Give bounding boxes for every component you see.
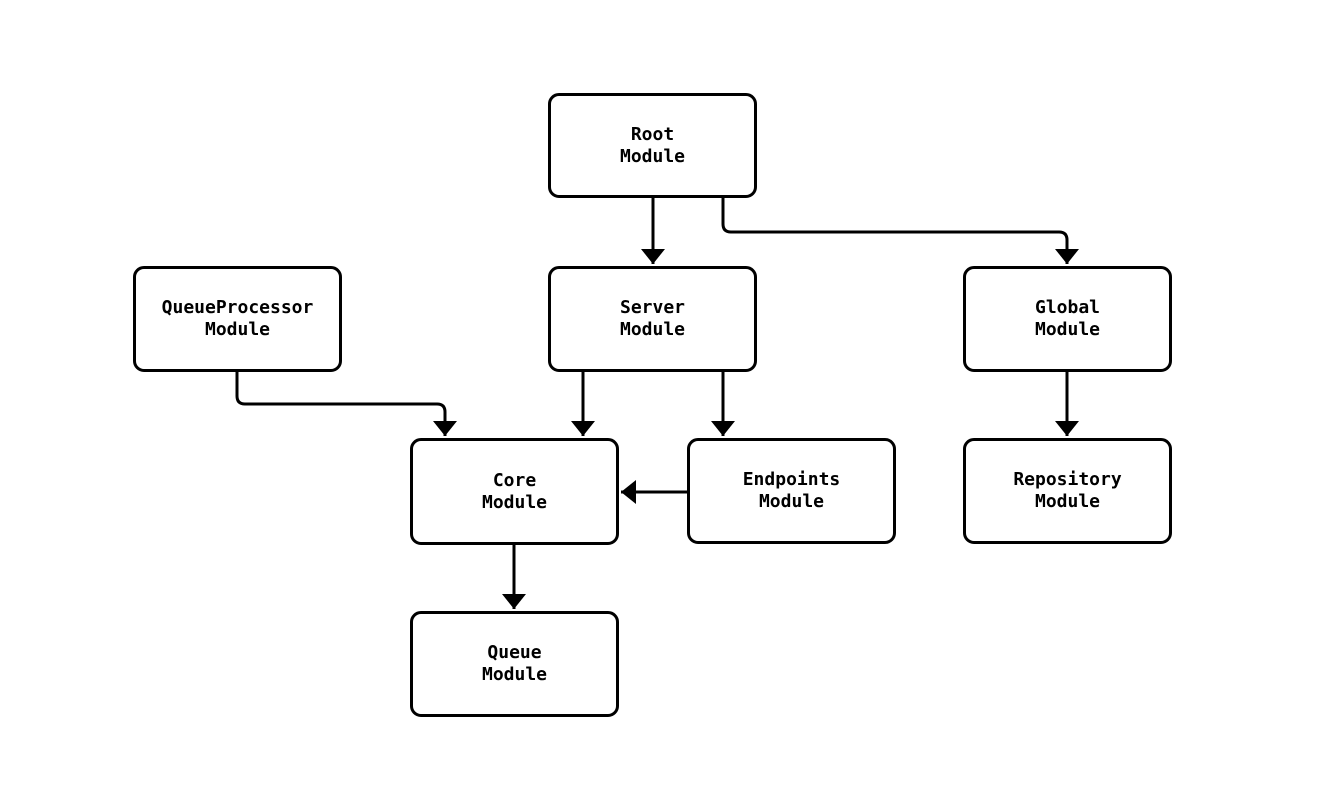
node-queueprocessor-module: QueueProcessor Module xyxy=(133,266,342,372)
node-core-module: Core Module xyxy=(410,438,619,545)
edge-queueprocessor-to-core xyxy=(235,372,457,436)
node-global-module: Global Module xyxy=(963,266,1172,372)
node-server-module: Server Module xyxy=(548,266,757,372)
node-root-module: Root Module xyxy=(548,93,757,198)
node-queue-module: Queue Module xyxy=(410,611,619,717)
node-repository-module: Repository Module xyxy=(963,438,1172,544)
edge-root-to-global xyxy=(721,198,1079,264)
node-endpoints-module: Endpoints Module xyxy=(687,438,896,544)
